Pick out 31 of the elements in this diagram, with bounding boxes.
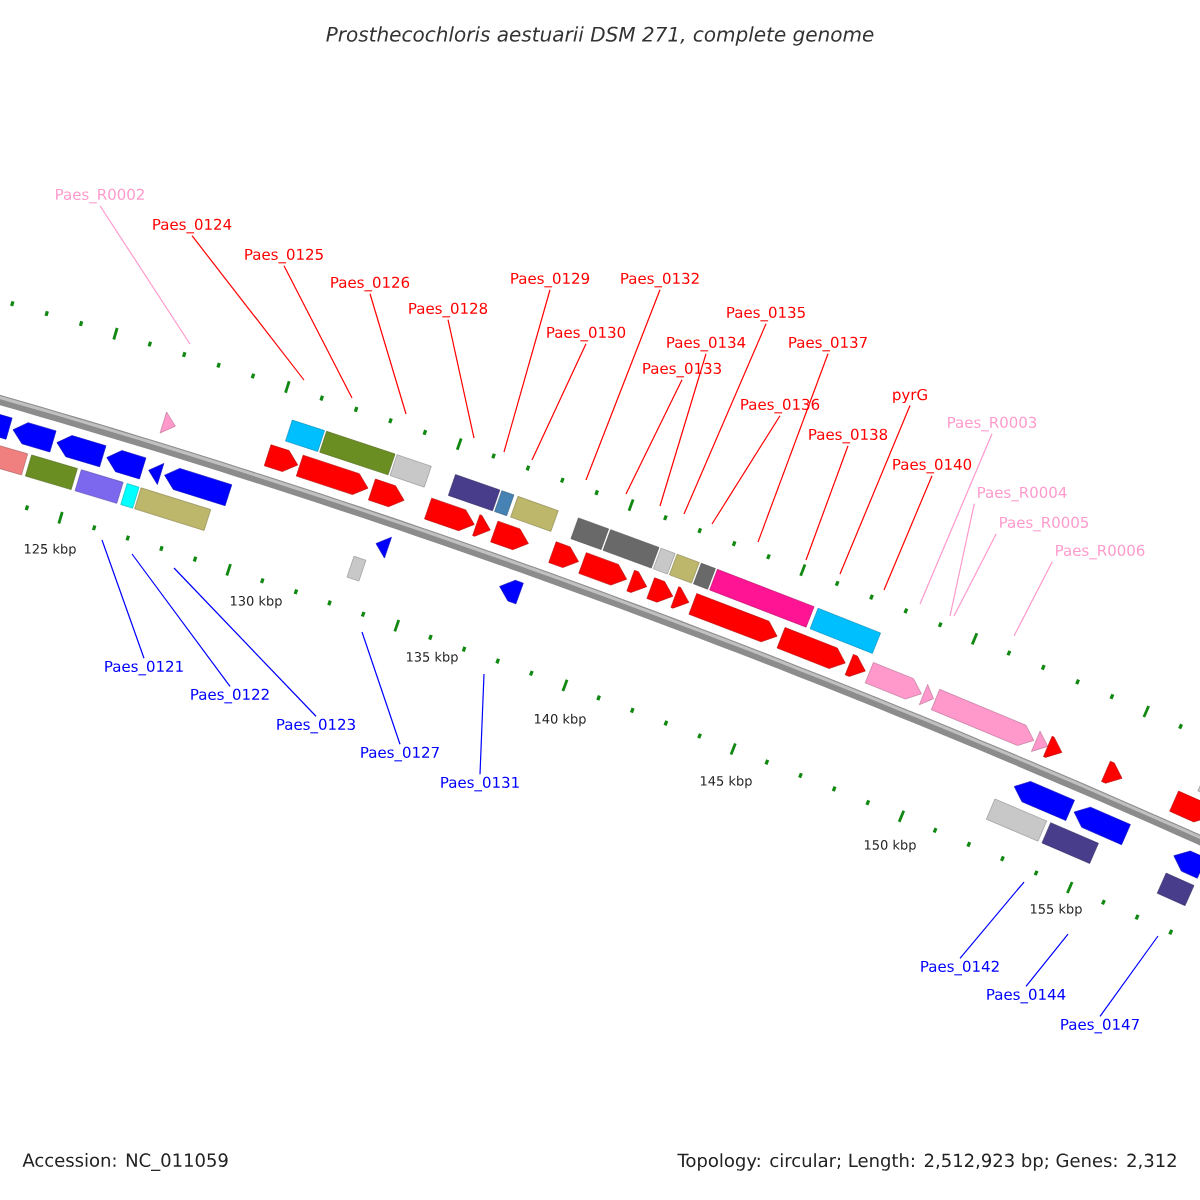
leader-line [757, 353, 829, 543]
leader-line [805, 445, 849, 561]
leader-line [959, 881, 1025, 959]
leader-line [369, 293, 407, 415]
leader-line [191, 235, 305, 381]
leader-line [919, 433, 993, 605]
leader-line [883, 475, 933, 591]
leader-line [101, 539, 145, 659]
leader-line [949, 503, 975, 617]
leader-line [173, 567, 317, 717]
leader-line [839, 404, 911, 575]
leader-line [585, 289, 661, 481]
leader-line [953, 533, 997, 617]
leader-line [361, 631, 401, 745]
leader-line [531, 343, 587, 461]
leader-line [1099, 935, 1159, 1017]
leader-line [503, 289, 551, 453]
leader-line [283, 265, 353, 399]
leader-line [683, 323, 767, 515]
leader-line [659, 353, 707, 507]
leader-line [131, 553, 231, 687]
leader-line [1025, 933, 1069, 987]
footer-text: Accession: NC_011059 [22, 1153, 228, 1171]
footer-text: Topology: circular; Length: 2,512,923 bp; Genes: 2,312 [677, 1153, 1176, 1171]
leader-line [99, 205, 191, 345]
leader-line [447, 319, 475, 439]
leader-line [711, 415, 781, 525]
title: Prosthecochloris aestuarii DSM 271, complete genome [326, 26, 874, 46]
leader-line [1013, 561, 1053, 637]
leader-line [625, 379, 683, 495]
leader-line [479, 673, 485, 775]
